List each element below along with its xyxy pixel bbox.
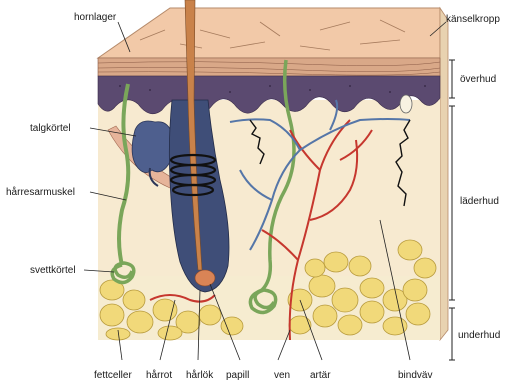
label-talgkortel: talgkörtel <box>30 123 71 134</box>
layer-brackets <box>449 60 455 360</box>
skin-surface <box>98 8 440 58</box>
skin-side-face <box>440 8 448 340</box>
label-artar: artär <box>310 370 331 381</box>
label-hornlager: hornlager <box>74 12 117 23</box>
label-harresarmuskel: hårresarmuskel <box>6 186 75 198</box>
label-svettkortel: svettkörtel <box>30 265 76 276</box>
hair-papilla <box>195 270 215 286</box>
skin-block <box>98 0 455 360</box>
label-ven: ven <box>274 370 290 381</box>
label-underhud: underhud <box>458 330 500 341</box>
label-bindvav: bindväv <box>398 370 432 381</box>
label-harlok: hårlök <box>186 369 214 381</box>
label-fettceller: fettceller <box>94 370 132 381</box>
label-overhud: överhud <box>460 74 496 85</box>
label-kanselkropp: känselkropp <box>446 14 500 25</box>
sebaceous-gland-shape <box>132 121 174 173</box>
label-papill: papill <box>226 370 249 381</box>
label-laderhud: läderhud <box>460 196 499 207</box>
tactile-corpuscle <box>400 95 412 113</box>
label-harrot: hårrot <box>146 369 172 381</box>
